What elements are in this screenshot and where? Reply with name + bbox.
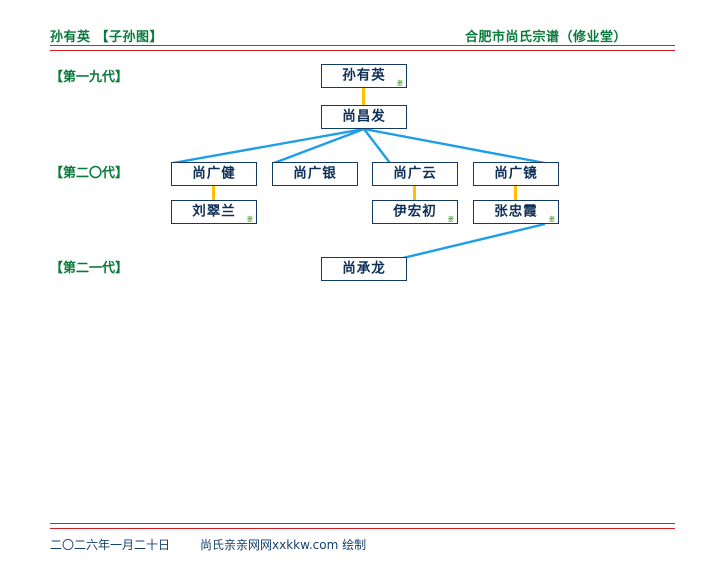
person-name: 刘翠兰 xyxy=(192,203,236,220)
footer-credit: 尚氏亲亲网网xxkkw.com 绘制 xyxy=(200,538,367,552)
generation-label-21: 【第二一代】 xyxy=(50,261,129,276)
person-name: 尚承龙 xyxy=(342,260,386,277)
spouse-link-guangjian-cuilan xyxy=(212,186,215,200)
spouse-link-guangjing-zhongxia xyxy=(514,186,517,200)
person-name: 尚广镜 xyxy=(494,165,538,182)
link-changfa-to-guangjian xyxy=(172,127,365,165)
spouse-link-guangyun-hongchu xyxy=(413,186,416,200)
header-divider xyxy=(50,45,675,51)
spouse-link-youying-changfa xyxy=(362,88,365,105)
person-name: 尚广健 xyxy=(192,165,236,182)
person-name: 尚昌发 xyxy=(342,108,386,125)
person-box-yi-hongchu[interactable]: 伊宏初 妻 xyxy=(372,200,458,224)
person-box-shang-guangjing[interactable]: 尚广镜 xyxy=(473,162,559,186)
footer-divider xyxy=(50,523,675,529)
person-name: 尚广银 xyxy=(293,165,337,182)
link-zhongxia-to-chenglong xyxy=(402,222,546,260)
person-box-sun-youying[interactable]: 孙有英 妻 xyxy=(321,64,407,88)
person-box-shang-chenglong[interactable]: 尚承龙 xyxy=(321,257,407,281)
link-changfa-to-guangyun xyxy=(363,128,391,164)
person-name: 伊宏初 xyxy=(393,203,437,220)
person-name: 尚广云 xyxy=(393,165,437,182)
person-box-shang-guangyun[interactable]: 尚广云 xyxy=(372,162,458,186)
link-changfa-to-guangjing xyxy=(363,127,546,165)
person-name: 孙有英 xyxy=(342,67,386,84)
page-title-right: 合肥市尚氏宗谱（修业堂） xyxy=(464,30,627,45)
page-title-left: 孙有英 【子孙图】 xyxy=(50,30,164,45)
spouse-marker: 妻 xyxy=(246,215,253,223)
person-box-shang-changfa[interactable]: 尚昌发 xyxy=(321,105,407,129)
person-name: 张忠霞 xyxy=(494,203,538,220)
link-changfa-to-guangyin xyxy=(273,127,365,165)
spouse-marker: 妻 xyxy=(447,215,454,223)
spouse-marker: 妻 xyxy=(396,79,403,87)
person-box-shang-guangyin[interactable]: 尚广银 xyxy=(272,162,358,186)
person-box-liu-cuilan[interactable]: 刘翠兰 妻 xyxy=(171,200,257,224)
generation-label-20: 【第二〇代】 xyxy=(50,166,129,181)
person-box-zhang-zhongxia[interactable]: 张忠霞 妻 xyxy=(473,200,559,224)
spouse-marker: 妻 xyxy=(548,215,555,223)
person-box-shang-guangjian[interactable]: 尚广健 xyxy=(171,162,257,186)
footer-date: 二〇二六年一月二十日 xyxy=(50,538,171,552)
page-header: 孙有英 【子孙图】 合肥市尚氏宗谱（修业堂） xyxy=(50,26,675,48)
generation-label-19: 【第一九代】 xyxy=(50,70,129,85)
